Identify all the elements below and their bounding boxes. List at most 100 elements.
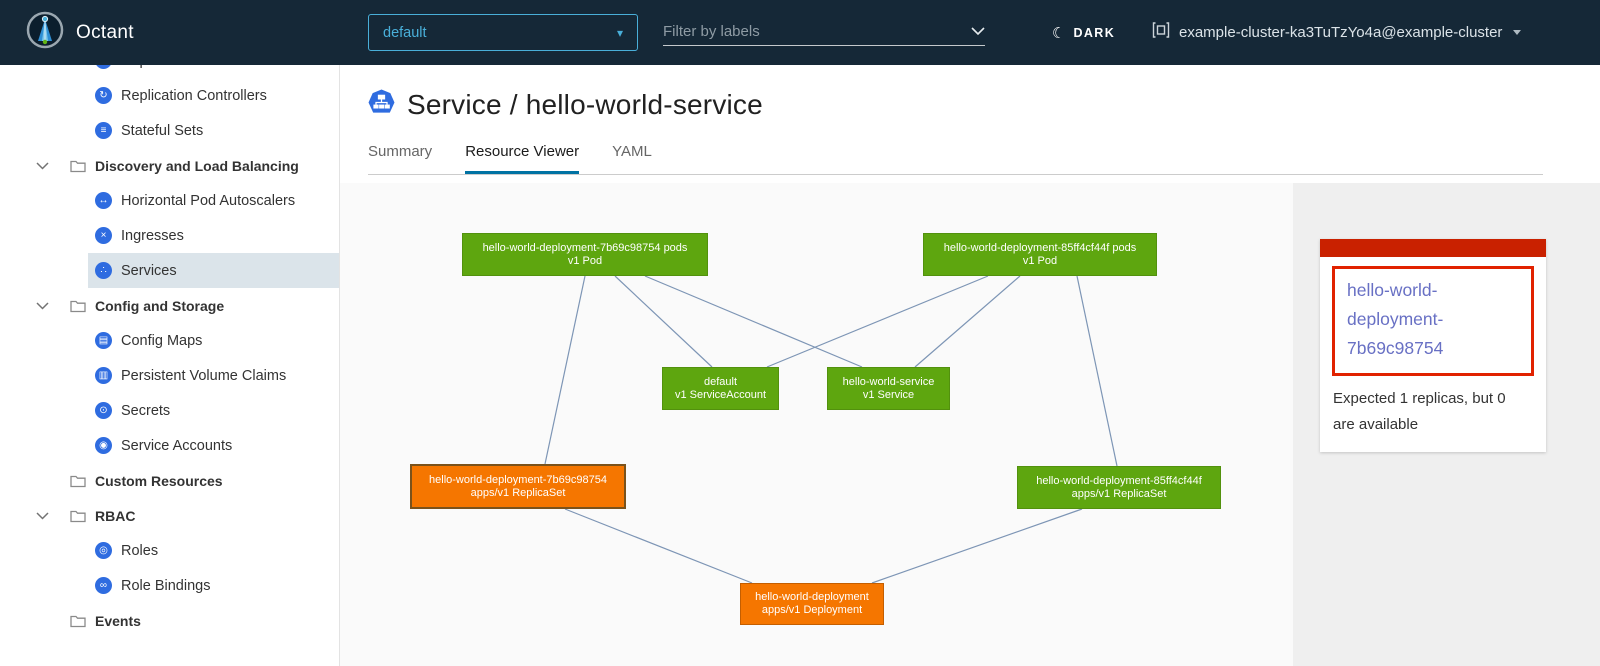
replication-controllers-icon: ↻ <box>95 87 112 104</box>
sidebar-item-ingresses[interactable]: ×Ingresses <box>0 218 339 253</box>
sidebar-item-label: Ingresses <box>121 227 184 244</box>
folder-icon <box>70 159 86 173</box>
sidebar-item-label: Horizontal Pod Autoscalers <box>121 192 296 209</box>
sidebar-nav: ▣ Replica Sets ↻ Replication Controllers ≡St… <box>0 65 340 666</box>
brand: Octant <box>0 11 340 54</box>
sidebar-item-custom-resources[interactable]: Custom Resources <box>0 463 339 498</box>
namespace-selector[interactable]: default ▾ <box>368 14 638 51</box>
node-name: hello-world-deployment <box>755 591 869 603</box>
sidebar-item-label: Replication Controllers <box>121 87 267 104</box>
chevron-down-icon <box>1513 30 1522 35</box>
sidebar-item-replica-sets[interactable]: ▣ Replica Sets <box>0 65 339 78</box>
sidebar-item-label: Replica Sets <box>121 65 202 69</box>
services-icon: ∴ <box>95 262 112 279</box>
tab-yaml[interactable]: YAML <box>612 143 652 160</box>
sidebar-item-label: Service Accounts <box>121 437 233 454</box>
node-kind: v1 ServiceAccount <box>674 388 767 401</box>
sidebar-group-label: RBAC <box>95 507 136 524</box>
node-kind: apps/v1 ReplicaSet <box>470 486 566 499</box>
moon-icon: ☾ <box>1052 24 1066 42</box>
chevron-down-icon[interactable] <box>36 161 50 170</box>
role-bindings-icon: ∞ <box>95 577 112 594</box>
graph-edges <box>544 275 1118 584</box>
folder-icon <box>70 509 86 523</box>
replica-sets-icon: ▣ <box>95 65 112 69</box>
dark-mode-toggle[interactable]: ☾ DARK <box>1052 0 1115 65</box>
sidebar-item-services[interactable]: ∴ Services <box>0 253 339 288</box>
sidebar-item-discovery-and-load-balancing[interactable]: Discovery and Load Balancing <box>0 148 339 183</box>
sidebar-item-role-bindings[interactable]: ∞ Role Bindings <box>0 568 339 603</box>
sidebar-item-events[interactable]: Events <box>0 603 339 638</box>
persistent-volume-claims-icon: ▥ <box>95 367 112 384</box>
service-accounts-icon: ◉ <box>95 437 112 454</box>
cluster-context-selector[interactable]: example-cluster-ka3TuTzYo4a@example-clus… <box>1152 0 1522 65</box>
tab-summary[interactable]: Summary <box>368 143 433 160</box>
tab-bar: Summary Resource Viewer YAML <box>340 143 1600 174</box>
node-name: hello-world-deployment-85ff4cf44f <box>1036 474 1202 487</box>
sidebar-group-label: Discovery and Load Balancing <box>95 157 299 174</box>
sidebar-item-replication-controllers[interactable]: ↻ Replication Controllers <box>0 78 339 113</box>
tab-divider <box>368 174 1543 175</box>
main-content: Service / hello-world-service Summary Res… <box>340 65 1600 666</box>
sidebar-item-horizontal-pod-autoscalers[interactable]: ↔ Horizontal Pod Autoscalers <box>0 183 339 218</box>
node-name: hello-world-deployment-7b69c98754 <box>429 473 607 486</box>
sidebar-item-label: Secrets <box>121 402 171 419</box>
node-name: hello-world-service <box>842 375 935 388</box>
page-head: Service / hello-world-service <box>340 65 1600 121</box>
sidebar-item-label: Config Maps <box>121 332 203 349</box>
folder-icon <box>70 614 86 628</box>
chevron-down-icon[interactable] <box>36 511 50 520</box>
label-filter <box>663 18 985 46</box>
sidebar-item-label: Services <box>121 262 177 279</box>
cluster-context-label: example-cluster-ka3TuTzYo4a@example-clus… <box>1179 24 1503 41</box>
detail-panel: hello-world-deployment-7b69c98754 Expect… <box>1293 183 1600 666</box>
label-filter-input[interactable] <box>663 23 943 40</box>
chevron-down-icon[interactable] <box>971 23 985 41</box>
page-title: Service / hello-world-service <box>407 89 763 120</box>
sidebar-item-rbac[interactable]: RBAC <box>0 498 339 533</box>
sidebar-group-label: Custom Resources <box>95 472 223 489</box>
sidebar-item-label: Roles <box>121 542 159 559</box>
node-kind: v1 Service <box>862 388 915 401</box>
octant-logo-icon <box>26 11 64 54</box>
secrets-icon: ⊙ <box>95 402 112 419</box>
node-name: hello-world-deployment-7b69c98754 pods <box>482 241 688 254</box>
tab-resource-viewer[interactable]: Resource Viewer <box>465 143 580 174</box>
resource-link[interactable]: hello-world-deployment-7b69c98754 <box>1347 280 1444 358</box>
error-alert-box: hello-world-deployment-7b69c98754 <box>1332 266 1534 376</box>
sidebar-group-label: Config and Storage <box>95 297 225 314</box>
replica-status-text: Expected 1 replicas, but 0 are available <box>1333 390 1506 433</box>
selected-resource-card: hello-world-deployment-7b69c98754 Expect… <box>1320 239 1546 452</box>
sidebar-item-persistent-volume-claims[interactable]: ▥ Persistent Volume Claims <box>0 358 339 393</box>
error-accent-bar <box>1320 239 1546 257</box>
node-kind: v1 Pod <box>567 254 603 267</box>
sidebar-item-label: Persistent Volume Claims <box>121 367 287 384</box>
chevron-down-icon: ▾ <box>616 25 623 40</box>
dark-mode-label: DARK <box>1073 25 1116 40</box>
folder-icon <box>70 299 86 313</box>
sidebar-item-config-and-storage[interactable]: Config and Storage <box>0 288 339 323</box>
chevron-down-icon[interactable] <box>36 301 50 310</box>
node-kind: apps/v1 Deployment <box>761 604 863 616</box>
sidebar-item-label: Stateful Sets <box>121 122 204 139</box>
sidebar-item-config-maps[interactable]: ▤Config Maps <box>0 323 339 358</box>
sidebar-item-label: Role Bindings <box>121 577 211 594</box>
namespace-value: default <box>383 24 427 41</box>
node-name: hello-world-deployment-85ff4cf44f pods <box>943 241 1137 254</box>
folder-icon <box>70 474 86 488</box>
sidebar-item-service-accounts[interactable]: ◉ Service Accounts <box>0 428 339 463</box>
sidebar-group-label: Events <box>95 612 141 629</box>
horizontal-pod-autoscalers-icon: ↔ <box>95 192 112 209</box>
sidebar-item-stateful-sets[interactable]: ≡Stateful Sets <box>0 113 339 148</box>
node-kind: apps/v1 ReplicaSet <box>1071 487 1167 500</box>
sidebar-item-roles[interactable]: ◎Roles <box>0 533 339 568</box>
sidebar-item-secrets[interactable]: ⊙ Secrets <box>0 393 339 428</box>
